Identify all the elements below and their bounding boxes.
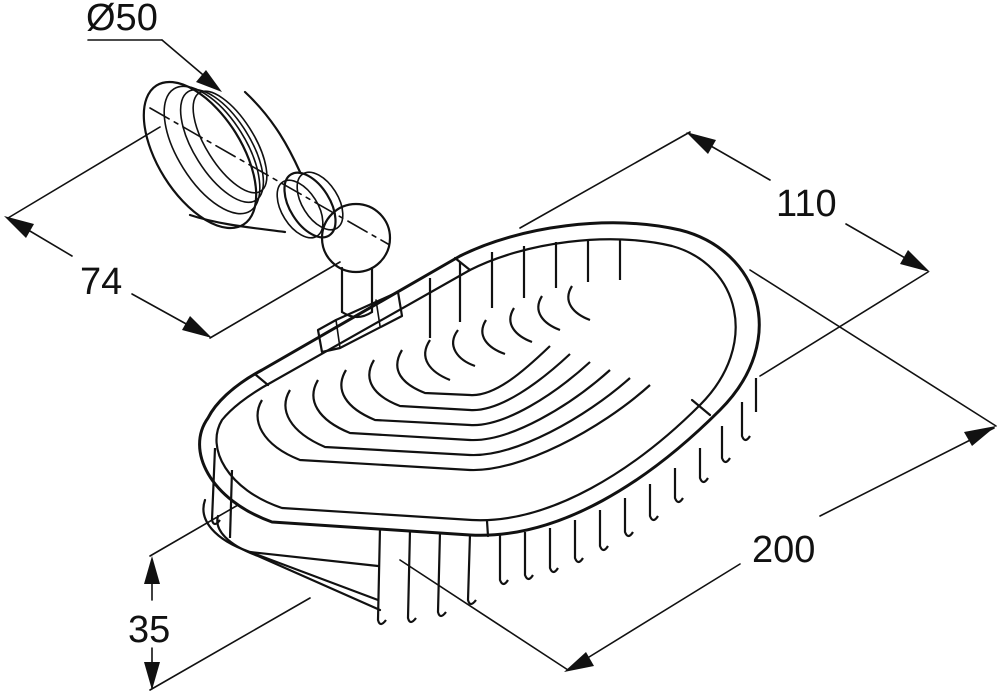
wire-basket <box>198 221 761 626</box>
dimension-length <box>399 269 997 672</box>
dimension-length-label: 200 <box>752 529 815 571</box>
dimension-depth-label: 74 <box>80 261 122 303</box>
dimension-depth <box>4 126 341 339</box>
dimension-diameter-label: Ø50 <box>86 0 158 39</box>
wall-mount <box>142 80 404 354</box>
dimension-width <box>519 131 930 377</box>
dimension-width-label: 110 <box>776 183 837 225</box>
dimension-height <box>144 504 311 691</box>
dimension-height-label: 35 <box>128 609 170 651</box>
dimension-diameter <box>87 39 222 92</box>
